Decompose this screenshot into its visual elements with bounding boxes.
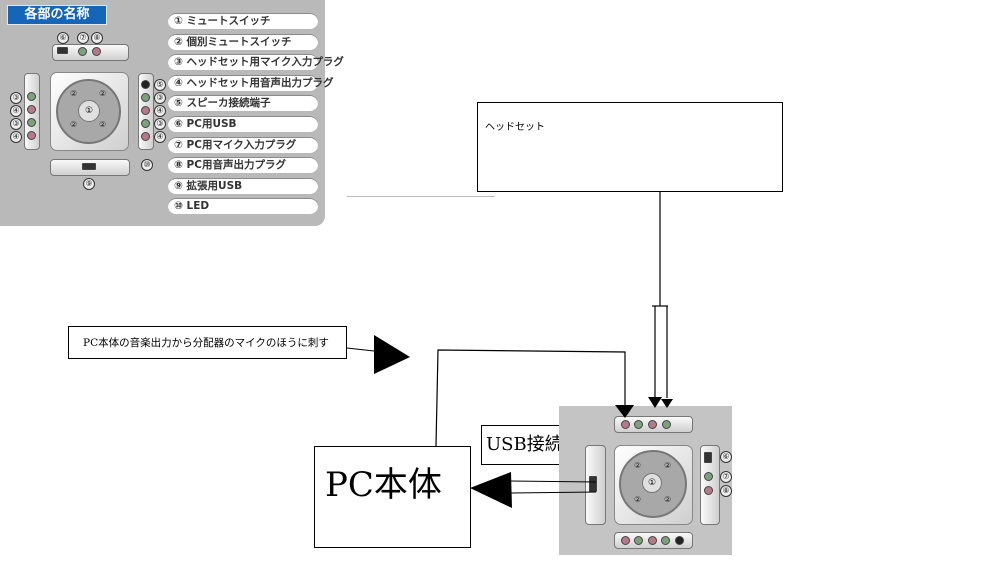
photo-bottom-jack-3 — [648, 536, 657, 545]
note-leader — [346, 347, 375, 352]
label-led: ⑩ — [141, 159, 153, 171]
pc-label: PC本体 — [325, 465, 442, 505]
headset-audio-arrow — [661, 399, 673, 408]
mute-switch: ① — [78, 100, 100, 122]
parts-list-item: ⑦ PC用マイク入力プラグ — [168, 136, 318, 153]
photo-bottom-jack-5 — [675, 536, 684, 545]
individual-mute-3: ② — [70, 120, 78, 129]
device-illustration: ⑥ ⑦ ⑧ ③ ④ ③ ④ ⑤ ③ ④ ③ ④ ① ② ② ② ② ⑩ — [0, 0, 166, 226]
right-jack-4 — [141, 132, 150, 141]
headset-mic-arrow — [648, 397, 662, 408]
photo-label-right-1: ⑥ — [720, 451, 732, 463]
left-jack-1 — [27, 92, 36, 101]
label-right-1: ⑤ — [154, 79, 166, 91]
photo-mute-btn-4: ② — [664, 495, 672, 504]
photo-right-jack-2 — [704, 486, 713, 495]
label-left-4: ④ — [10, 131, 22, 143]
photo-label-right-3: ⑧ — [720, 485, 732, 497]
usb-connection-label: USB接続 — [486, 434, 563, 455]
photo-right-jack-1 — [704, 472, 713, 481]
individual-mute-4: ② — [99, 120, 107, 129]
headset-box[interactable]: ヘッドセット — [477, 102, 783, 192]
photo-right-bar — [700, 445, 720, 525]
audio-jack-icon — [92, 47, 101, 56]
parts-list-item: ⑥ PC用USB — [168, 115, 318, 132]
label-top-1: ⑥ — [57, 32, 69, 44]
usb-port-icon — [57, 47, 68, 54]
parts-list-item: ③ ヘッドセット用マイク入力プラグ — [168, 54, 344, 71]
parts-list-item: ⑧ PC用音声出力プラグ — [168, 157, 318, 174]
left-jack-2 — [27, 105, 36, 114]
photo-mute-switch: ① — [642, 473, 662, 493]
parts-legend-panel: 各部の名称 ⑥ ⑦ ⑧ ③ ④ ③ ④ ⑤ ③ ④ ③ ④ ① — [0, 0, 344, 226]
photo-bottom-jack-1 — [621, 536, 630, 545]
right-jack-1 — [141, 93, 150, 102]
photo-top-jack-1 — [621, 420, 630, 429]
parts-list-item: ⑩ LED — [168, 198, 318, 215]
label-right-3: ④ — [154, 105, 166, 117]
parts-list-item: ⑤ スピーカ接続端子 — [168, 95, 318, 112]
individual-mute-1: ② — [70, 89, 78, 98]
photo-right-usb — [704, 452, 712, 463]
photo-top-jack-3 — [648, 420, 657, 429]
separator-line — [347, 196, 495, 197]
parts-list-item: ⑨ 拡張用USB — [168, 177, 318, 194]
label-right-4: ③ — [154, 118, 166, 130]
photo-label-right-2: ⑦ — [720, 471, 732, 483]
photo-bottom-jack-4 — [661, 536, 670, 545]
label-right-5: ④ — [154, 131, 166, 143]
device-top-bar — [52, 44, 129, 61]
photo-mute-btn-2: ② — [664, 461, 672, 470]
photo-top-jack-2 — [634, 420, 643, 429]
label-bottom-1: ⑨ — [83, 178, 95, 190]
usb-arrow — [470, 472, 512, 508]
right-jack-2 — [141, 106, 150, 115]
label-right-2: ③ — [154, 92, 166, 104]
photo-bottom-jack-2 — [634, 536, 643, 545]
label-left-2: ④ — [10, 105, 22, 117]
expansion-usb-port — [82, 163, 96, 170]
parts-list-item: ④ ヘッドセット用音声出力プラグ — [168, 74, 334, 91]
photo-mute-btn-3: ② — [634, 495, 642, 504]
note-label: PC本体の音楽出力から分配器のマイクのほうに刺す — [83, 337, 329, 349]
label-top-3: ⑧ — [91, 32, 103, 44]
pc-audio-arrow — [615, 405, 634, 418]
label-left-3: ③ — [10, 118, 22, 130]
left-jack-4 — [27, 131, 36, 140]
photo-top-jack-4 — [662, 420, 671, 429]
parts-list: ① ミュートスイッチ ② 個別ミュートスイッチ ③ ヘッドセット用マイク入力プラ… — [168, 13, 344, 219]
note-box[interactable]: PC本体の音楽出力から分配器のマイクのほうに刺す — [68, 326, 347, 359]
left-jack-3 — [27, 118, 36, 127]
pc-audio-cable — [435, 349, 626, 447]
label-top-2: ⑦ — [77, 32, 89, 44]
right-jack-3 — [141, 119, 150, 128]
label-left-1: ③ — [10, 92, 22, 104]
parts-list-item: ① ミュートスイッチ — [168, 13, 318, 29]
photo-usb-port — [589, 476, 597, 492]
usb-cable-bottom — [509, 491, 597, 494]
usb-cable-top — [509, 480, 597, 483]
individual-mute-2: ② — [99, 89, 107, 98]
note-arrow — [374, 335, 410, 374]
panel-title: 各部の名称 — [7, 5, 107, 25]
headset-label: ヘッドセット — [485, 122, 545, 133]
pc-box[interactable]: PC本体 — [314, 446, 471, 548]
mic-jack-icon — [78, 47, 87, 56]
parts-list-item: ② 個別ミュートスイッチ — [168, 33, 318, 50]
photo-mute-btn-1: ② — [634, 461, 642, 470]
speaker-jack — [141, 80, 150, 89]
